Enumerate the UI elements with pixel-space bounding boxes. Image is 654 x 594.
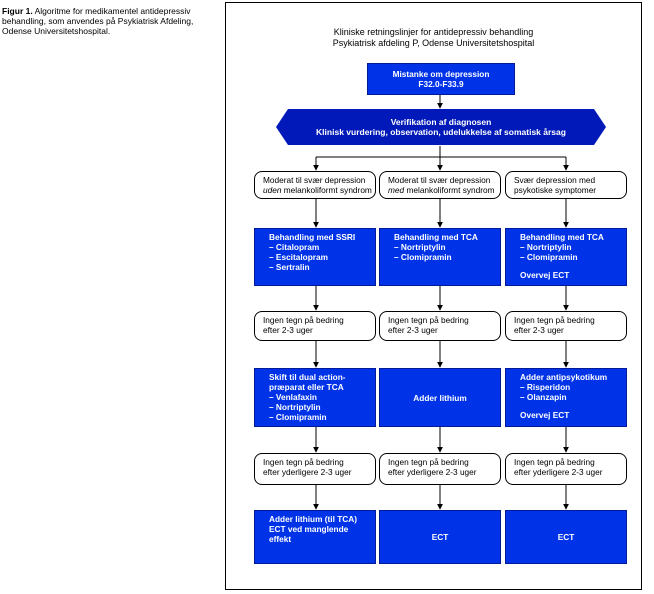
figure-caption: Figur 1. Algoritme for medikamentel anti… — [2, 6, 212, 36]
c2-col2-line-1: Ingen tegn på bedring — [388, 457, 469, 467]
c1-col1-line-1: Ingen tegn på bedring — [263, 315, 344, 325]
t1-col1-line-4: – Sertralin — [269, 262, 310, 272]
t2-col1-line-2: præparat eller TCA — [269, 382, 344, 392]
suspicion-line-2: F32.0-F33.9 — [418, 79, 464, 89]
category-col1-line-2: uden melankoliformt syndrom — [263, 185, 372, 195]
t2-col3-line-1: Adder antipsykotikum — [520, 372, 608, 382]
check2-box-col3: Ingen tegn på bedring efter yderligere 2… — [505, 453, 627, 485]
c1-col1-line-2: efter 2-3 uger — [263, 325, 313, 335]
caption-label: Figur 1. — [2, 6, 33, 16]
category-box-col2: Moderat til svær depression med melankol… — [379, 171, 501, 199]
treatment3-box-col1: Adder lithium (til TCA) ECT ved manglend… — [254, 510, 376, 564]
c2-col1-line-2: efter yderligere 2-3 uger — [263, 467, 352, 477]
t2-col1-line-1: Skift til dual action- — [269, 372, 346, 382]
category-col2-line-1: Moderat til svær depression — [388, 175, 491, 185]
c1-col2-line-2: efter 2-3 uger — [388, 325, 438, 335]
t3-col2-line-1: ECT — [431, 532, 449, 542]
category-col3-line-1: Svær depression med — [514, 175, 596, 185]
category-col1-post: melankoliformt syndrom — [281, 185, 372, 195]
t2-col1-line-5: – Clomipramin — [269, 412, 327, 422]
check1-box-col1: Ingen tegn på bedring efter 2-3 uger — [254, 311, 376, 341]
title-line-2: Psykiatrisk afdeling P, Odense Universit… — [332, 38, 535, 48]
flowchart-title: Kliniske retningslinjer for antidepressi… — [0, 27, 654, 49]
t1-col3-spacer — [520, 262, 622, 270]
t3-col1-line-1: Adder lithium (til TCA) — [269, 514, 358, 524]
t1-col2-line-3: – Clomipramin — [394, 252, 452, 262]
treatment1-box-col3: Behandling med TCA – Nortriptylin – Clom… — [505, 228, 627, 286]
t1-col2-line-1: Behandling med TCA — [394, 232, 478, 242]
t1-col1-line-2: – Citalopram — [269, 242, 320, 252]
treatment2-box-col1: Skift til dual action- præparat eller TC… — [254, 368, 376, 427]
category-col2-line-2: med melankoliformt syndrom — [388, 185, 495, 195]
verification-line-1: Verifikation af diagnosen — [390, 117, 492, 127]
t1-col3-line-2: – Nortriptylin — [520, 242, 572, 252]
t1-col3-line-5: Overvej ECT — [520, 270, 570, 280]
category-col2-em: med — [388, 185, 405, 195]
c1-col3-line-1: Ingen tegn på bedring — [514, 315, 595, 325]
t3-col3-line-1: ECT — [557, 532, 575, 542]
suspicion-box: Mistanke om depression F32.0-F33.9 — [367, 63, 515, 95]
flowchart-frame — [225, 2, 642, 590]
verification-box: Verifikation af diagnosen Klinisk vurder… — [276, 109, 606, 145]
t2-col2-line-1: Adder lithium — [413, 392, 467, 403]
category-col1-em: uden — [263, 185, 282, 195]
check1-box-col3: Ingen tegn på bedring efter 2-3 uger — [505, 311, 627, 341]
category-box-col3: Svær depression med psykotiske symptomer — [505, 171, 627, 199]
t2-col1-line-4: – Nortriptylin — [269, 402, 321, 412]
t2-col3-line-2: – Risperidon — [520, 382, 571, 392]
t3-col1-line-3: effekt — [269, 534, 292, 544]
t1-col1-line-3: – Escitalopram — [269, 252, 329, 262]
t2-col3-line-5: Overvej ECT — [520, 410, 570, 420]
caption-line-1: Algoritme for medikamentel antidepressiv — [34, 6, 191, 16]
caption-line-3: Odense Universitetshospital. — [2, 26, 111, 36]
caption-line-2: behandling, som anvendes på Psykiatrisk … — [2, 16, 194, 26]
t1-col3-line-3: – Clomipramin — [520, 252, 578, 262]
t2-col1-line-3: – Venlafaxin — [269, 392, 317, 402]
check1-box-col2: Ingen tegn på bedring efter 2-3 uger — [379, 311, 501, 341]
category-box-col1: Moderat til svær depression uden melanko… — [254, 171, 376, 199]
suspicion-line-1: Mistanke om depression — [392, 69, 490, 79]
title-line-1: Kliniske retningslinjer for antidepressi… — [333, 27, 534, 37]
treatment3-box-col2: ECT — [379, 510, 501, 564]
c1-col3-line-2: efter 2-3 uger — [514, 325, 564, 335]
category-col1-line-1: Moderat til svær depression — [263, 175, 366, 185]
t2-col3-line-3: – Olanzapin — [520, 392, 567, 402]
c2-col1-line-1: Ingen tegn på bedring — [263, 457, 344, 467]
category-col3-line-2: psykotiske symptomer — [514, 185, 597, 195]
treatment2-box-col2: Adder lithium — [379, 368, 501, 427]
t1-col2-line-2: – Nortriptylin — [394, 242, 446, 252]
c2-col3-line-1: Ingen tegn på bedring — [514, 457, 595, 467]
t3-col1-line-2: ECT ved manglende — [269, 524, 349, 534]
treatment3-box-col3: ECT — [505, 510, 627, 564]
t2-col3-spacer — [520, 402, 622, 410]
category-col2-post: melankoliformt syndrom — [404, 185, 495, 195]
c2-col2-line-2: efter yderligere 2-3 uger — [388, 467, 477, 477]
check2-box-col1: Ingen tegn på bedring efter yderligere 2… — [254, 453, 376, 485]
c2-col3-line-2: efter yderligere 2-3 uger — [514, 467, 603, 477]
treatment2-box-col3: Adder antipsykotikum – Risperidon – Olan… — [505, 368, 627, 427]
c1-col2-line-1: Ingen tegn på bedring — [388, 315, 469, 325]
t1-col1-line-1: Behandling med SSRI — [269, 232, 356, 242]
treatment1-box-col1: Behandling med SSRI – Citalopram – Escit… — [254, 228, 376, 286]
verification-line-2: Klinisk vurdering, observation, udelukke… — [316, 127, 566, 137]
treatment1-box-col2: Behandling med TCA – Nortriptylin – Clom… — [379, 228, 501, 286]
check2-box-col2: Ingen tegn på bedring efter yderligere 2… — [379, 453, 501, 485]
t1-col3-line-1: Behandling med TCA — [520, 232, 604, 242]
